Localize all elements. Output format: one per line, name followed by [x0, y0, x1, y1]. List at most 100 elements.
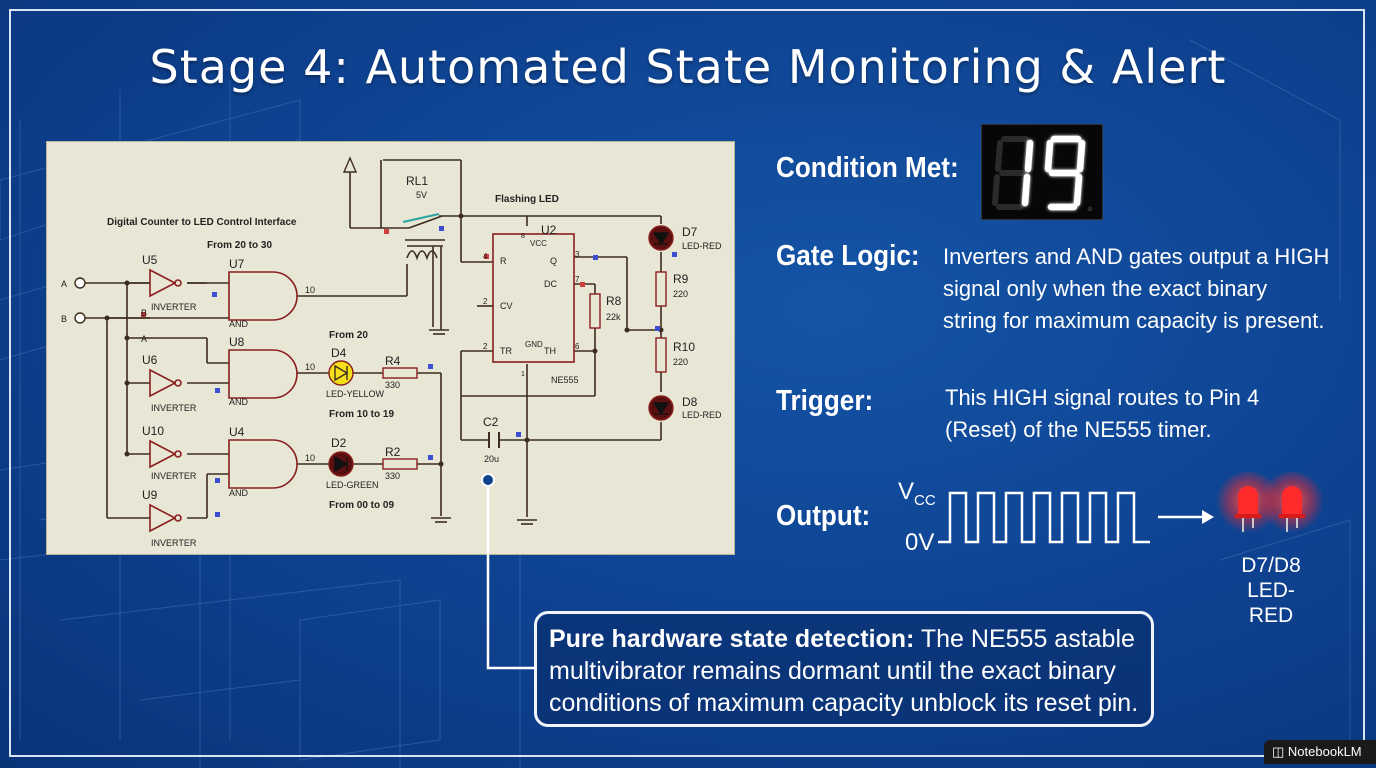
led-caption-line-2: LED-RED: [1247, 579, 1295, 627]
ne555-label: NE555: [551, 375, 579, 385]
gate-logic-line-2: signal only when the exact binary: [943, 276, 1268, 301]
notebooklm-icon: ◫: [1272, 744, 1285, 759]
r4-label: R4: [385, 354, 401, 368]
u9-label: U9: [142, 488, 158, 502]
r4-value: 330: [385, 380, 400, 390]
r2-value: 330: [385, 471, 400, 481]
d2-type: LED-GREEN: [326, 480, 379, 490]
callout-line-3: conditions of maximum capacity unblock i…: [549, 689, 1139, 717]
u5-label: U5: [142, 253, 158, 267]
c2-label: C2: [483, 415, 499, 429]
pin-vcc: VCC: [530, 239, 547, 248]
u9-type: INVERTER: [151, 538, 197, 548]
digit-9: [1044, 135, 1086, 211]
watermark-text: NotebookLM: [1287, 744, 1362, 759]
pin-th: TH: [544, 346, 556, 356]
callout-box: Pure hardware state detection: The NE555…: [534, 611, 1154, 727]
trigger-heading: Trigger:: [776, 385, 874, 417]
rl1-label: RL1: [406, 174, 428, 188]
label-from-10-to-19: From 10 to 19: [329, 409, 394, 420]
signal-a-label: A: [141, 334, 147, 344]
label-from-20-to-30: From 20 to 30: [207, 240, 272, 251]
d7-label: D7: [682, 225, 698, 239]
signal-b-label: B: [141, 308, 147, 318]
d2-label: D2: [331, 436, 347, 450]
r2-label: R2: [385, 445, 401, 459]
gate-logic-line-1: Inverters and AND gates output a HIGH: [943, 244, 1330, 269]
pin-r: R: [500, 256, 507, 266]
seven-segment-display: 19: [981, 124, 1103, 220]
callout-line-1: The NE555 astable: [914, 625, 1135, 653]
pin-7-number: 7: [575, 275, 580, 284]
trigger-text: This HIGH signal routes to Pin 4 (Reset)…: [945, 382, 1259, 446]
pin-cv: CV: [500, 301, 513, 311]
u10-label: U10: [142, 424, 164, 438]
led-caption: D7/D8 LED-RED: [1226, 553, 1316, 628]
c2-value: 20u: [484, 454, 499, 464]
rl1-value: 5V: [416, 190, 427, 200]
pin-8-number: 8: [521, 233, 525, 240]
d8-label: D8: [682, 395, 698, 409]
u2-label: U2: [541, 223, 557, 237]
circuit-schematic: Digital Counter to LED Control Interface…: [61, 156, 722, 548]
pin-tr: TR: [500, 346, 512, 356]
r10-value: 220: [673, 357, 688, 367]
signal-10-u7: 10: [305, 285, 315, 295]
digit-1: [1021, 139, 1034, 207]
interface-title: Digital Counter to LED Control Interface: [107, 217, 297, 228]
label-flashing-led: Flashing LED: [495, 194, 559, 205]
u7-type: AND: [229, 319, 249, 329]
gate-logic-text: Inverters and AND gates output a HIGH si…: [943, 241, 1329, 337]
u8-type: AND: [229, 397, 249, 407]
slide-title: Stage 4: Automated State Monitoring & Al…: [149, 40, 1227, 94]
pin-2-tr-number: 2: [483, 342, 488, 351]
r9-label: R9: [673, 272, 689, 286]
callout-bold: Pure hardware state detection:: [549, 625, 915, 653]
u5-type: INVERTER: [151, 302, 197, 312]
d7-type: LED-RED: [682, 241, 722, 251]
label-from-00-to-09: From 00 to 09: [329, 500, 394, 511]
d8-type: LED-RED: [682, 410, 722, 420]
pin-dc: DC: [544, 279, 557, 289]
trigger-line-2: (Reset) of the NE555 timer.: [945, 417, 1212, 442]
callout-line-2: multivibrator remains dormant until the …: [549, 657, 1116, 685]
pin-q: Q: [550, 256, 557, 266]
u4-type: AND: [229, 488, 249, 498]
u4-label: U4: [229, 425, 245, 439]
display-digits: [992, 135, 1093, 212]
zero-volt-label: 0V: [905, 529, 935, 556]
input-a-label: A: [61, 279, 67, 289]
r8-label: R8: [606, 294, 622, 308]
led-d8: [1279, 486, 1305, 532]
signal-10-u4: 10: [305, 453, 315, 463]
condition-heading: Condition Met:: [776, 152, 959, 184]
led-caption-line-1: D7/D8: [1241, 554, 1301, 577]
u6-type: INVERTER: [151, 403, 197, 413]
arrow-head: [1202, 510, 1214, 524]
output-heading: Output:: [776, 500, 871, 532]
d4-label: D4: [331, 346, 347, 360]
pin-1-number: 1: [521, 371, 525, 378]
red-leds: [1216, 472, 1324, 536]
trigger-line-1: This HIGH signal routes to Pin 4: [945, 385, 1260, 410]
pin-gnd: GND: [525, 340, 543, 349]
schematic-panel: Digital Counter to LED Control Interface…: [46, 141, 735, 555]
u7-label: U7: [229, 257, 245, 271]
pin-3-number: 3: [575, 250, 580, 259]
input-b-label: B: [61, 314, 67, 324]
gate-logic-line-3: string for maximum capacity is present.: [943, 308, 1325, 333]
led-d7: [1235, 486, 1261, 532]
vcc-label: VCC: [898, 478, 936, 509]
signal-10-u8: 10: [305, 362, 315, 372]
r8-value: 22k: [606, 312, 621, 322]
d4-type: LED-YELLOW: [326, 389, 385, 399]
pin-2-cv-number: 2: [483, 297, 488, 306]
r9-value: 220: [673, 289, 688, 299]
gate-logic-heading: Gate Logic:: [776, 240, 920, 272]
r10-label: R10: [673, 340, 695, 354]
u6-label: U6: [142, 353, 158, 367]
slide-frame: [9, 9, 1365, 757]
